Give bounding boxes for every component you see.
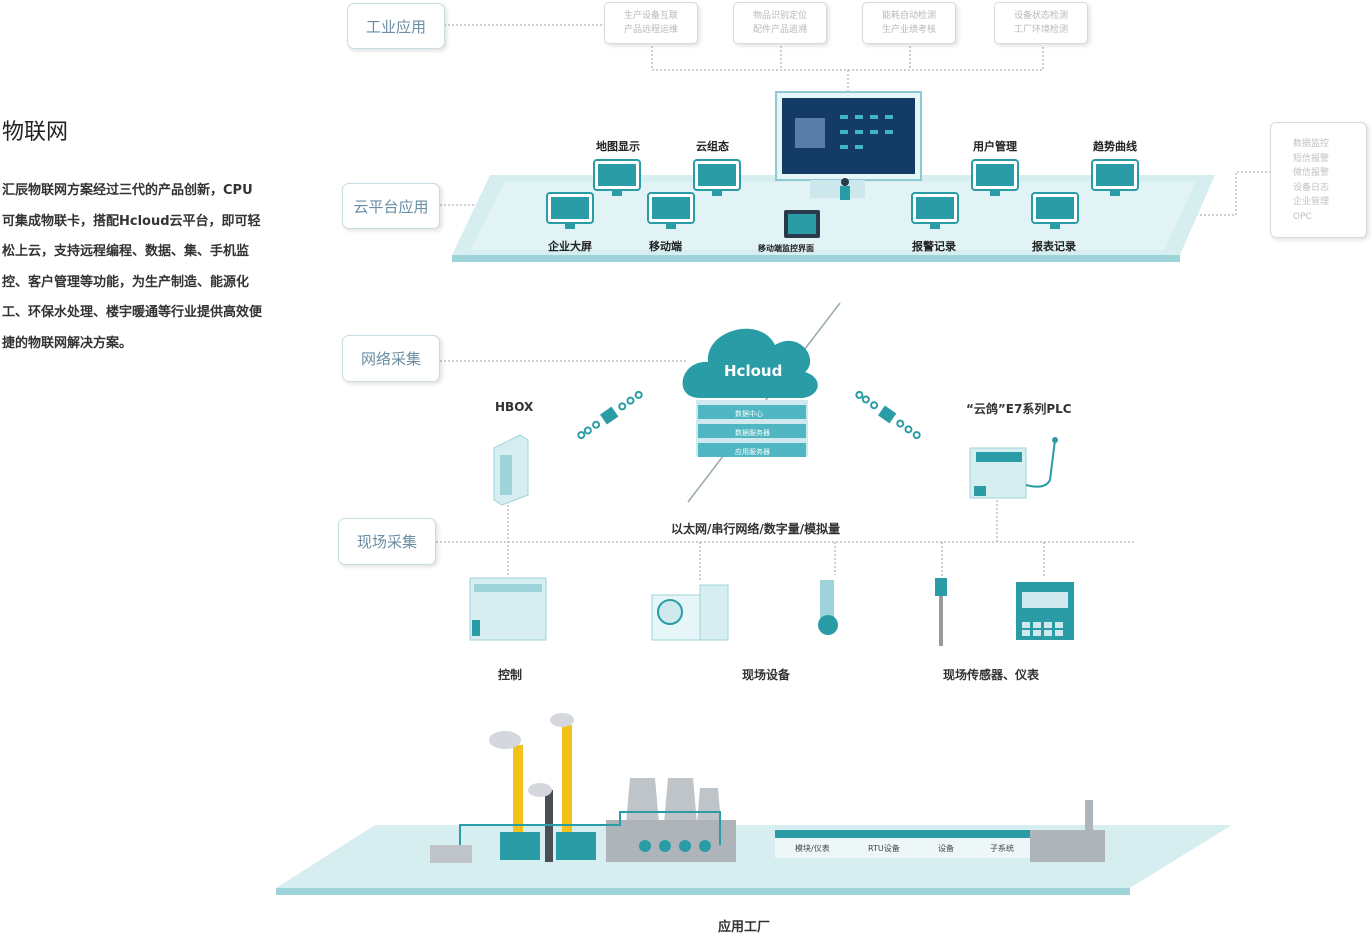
hcloud-label: Hcloud xyxy=(724,362,783,380)
control-device xyxy=(469,577,547,641)
industrial-card: 能耗自动检测生产业绩考核 xyxy=(862,2,956,44)
platform-icons xyxy=(546,159,1139,229)
plc-device xyxy=(969,437,1058,499)
layer-industrial: 工业应用 xyxy=(347,3,445,49)
cloud-row-datacenter: 数据中心 xyxy=(735,410,763,418)
intro-description: 汇辰物联网方案经过三代的产品创新，CPU可集成物联卡，搭配Hcloud云平台，即… xyxy=(2,183,263,351)
label-sensors: 现场传感器、仪表 xyxy=(943,668,1040,682)
label-map: 地图显示 xyxy=(596,140,640,153)
label-user-mgmt: 用户管理 xyxy=(973,140,1017,153)
label-plc: “云鸽”E7系列PLC xyxy=(966,402,1072,416)
layer-network: 网络采集 xyxy=(342,335,440,382)
industrial-card: 设备状态检测工厂环境检测 xyxy=(994,2,1088,44)
factory-scene xyxy=(430,713,1105,863)
label-alarm: 报警记录 xyxy=(912,240,956,253)
label-report: 报表记录 xyxy=(1032,240,1076,253)
label-big-screen: 企业大屏 xyxy=(548,240,592,253)
layer-cloud-platform: 云平台应用 xyxy=(342,183,440,229)
label-factory: 应用工厂 xyxy=(718,920,771,935)
label-bus: 以太网/串行网络/数字量/模拟量 xyxy=(671,522,841,536)
page-title: 物联网 xyxy=(2,120,69,145)
factory-item: 模块/仪表 xyxy=(795,844,830,853)
industrial-card: 生产设备互联产品远程运维 xyxy=(604,2,698,44)
label-control: 控制 xyxy=(498,668,523,682)
factory-item: 子系统 xyxy=(990,844,1014,853)
label-trend: 趋势曲线 xyxy=(1093,140,1137,153)
label-cloud-config: 云组态 xyxy=(696,140,729,153)
hcloud-cloud-icon xyxy=(682,328,818,457)
meter-device xyxy=(1016,582,1074,640)
industrial-card: 物品识别定位配件产品追溯 xyxy=(733,2,827,44)
label-mobile: 移动端 xyxy=(649,240,682,253)
cloud-row-dataserver: 数据服务器 xyxy=(735,429,770,437)
cloud-row-appserver: 应用服务器 xyxy=(735,448,770,456)
label-hbox: HBOX xyxy=(495,400,534,414)
field-equipment xyxy=(651,580,838,641)
factory-item: 设备 xyxy=(938,844,954,853)
factory-item: RTU设备 xyxy=(868,844,900,853)
label-mobile-monitor: 移动端监控界面 xyxy=(758,244,814,253)
layer-field: 现场采集 xyxy=(338,518,436,565)
sensor-device xyxy=(935,578,947,646)
label-field-equipment: 现场设备 xyxy=(742,668,791,682)
hbox-device xyxy=(493,434,529,506)
